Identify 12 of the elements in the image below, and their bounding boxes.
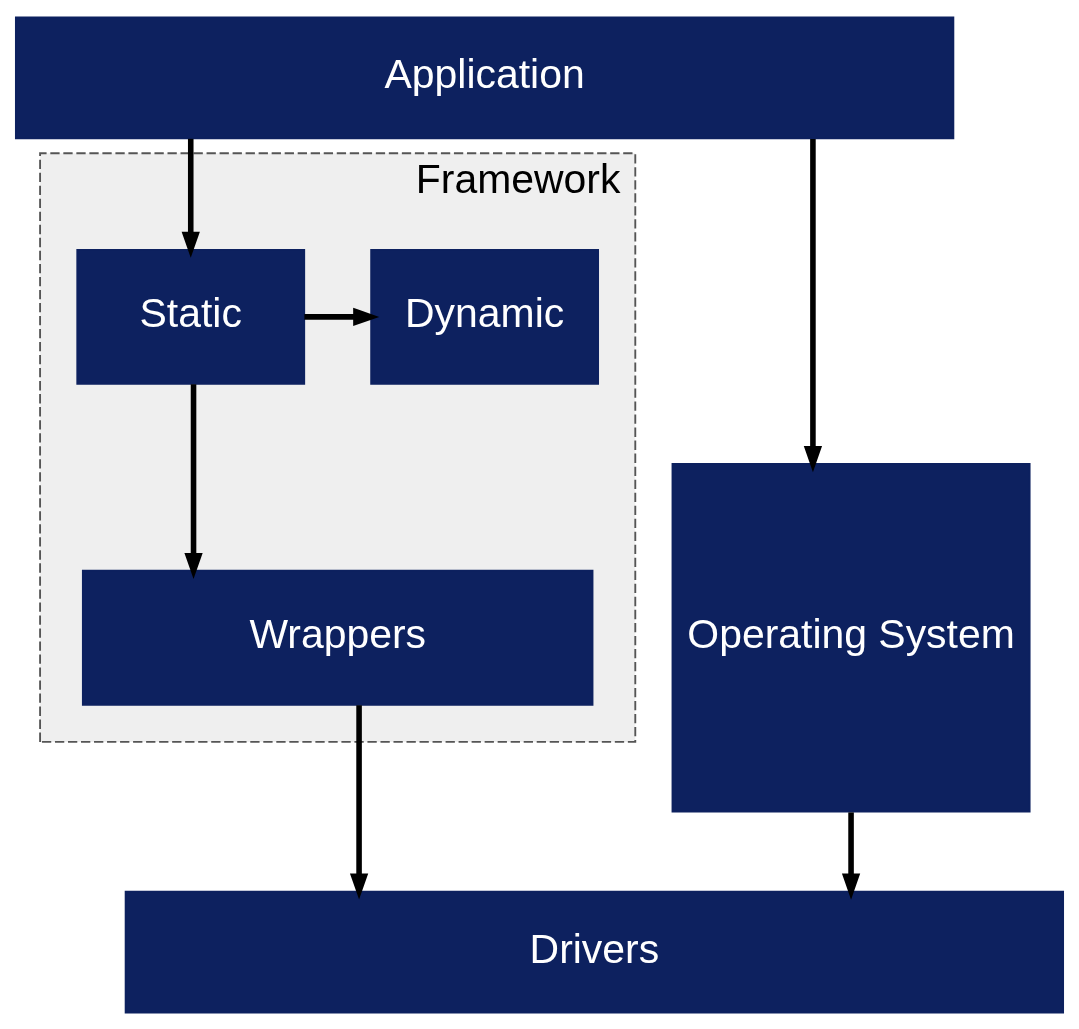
arrow	[181, 138, 200, 258]
arrow	[841, 811, 861, 900]
node-box: Drivers	[124, 890, 1065, 1013]
arrow	[803, 138, 823, 472]
node-box: Static	[76, 248, 306, 385]
arrow	[184, 383, 203, 579]
node-box: Wrappers	[81, 569, 594, 706]
node-box: Application	[14, 16, 955, 139]
arrow	[349, 704, 369, 900]
arrow	[304, 307, 380, 326]
node-box: Operating System	[671, 462, 1031, 813]
node-box: Dynamic	[370, 248, 599, 385]
